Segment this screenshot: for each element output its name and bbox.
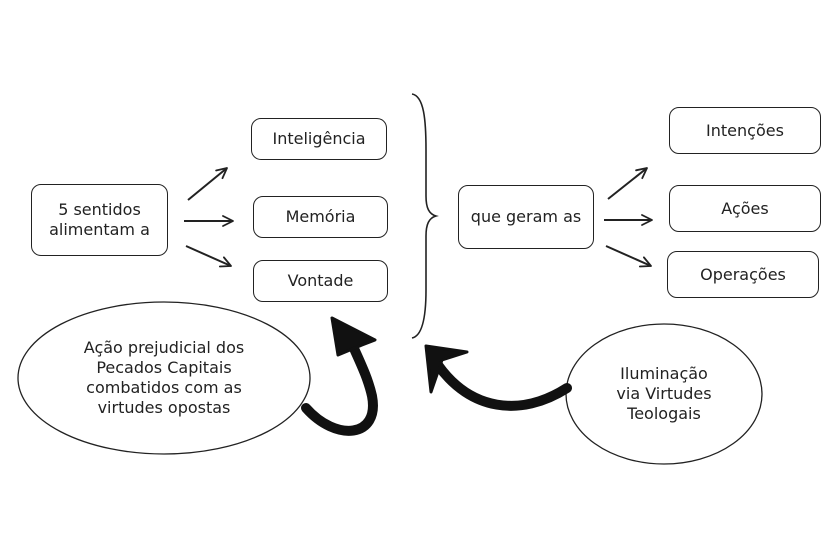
will-box: Vontade — [253, 260, 388, 302]
curly-brace — [411, 93, 439, 339]
generate-box: que geram as — [458, 185, 594, 249]
sins-ellipse — [17, 301, 311, 455]
intentions-box: Intenções — [669, 107, 821, 154]
arrow-senses-to-will — [185, 245, 232, 268]
arrow-generate-to-operations — [605, 245, 652, 268]
sins-curved-arrow — [301, 339, 378, 436]
illumination-curved-arrow — [433, 360, 572, 411]
intelligence-box: Inteligência — [251, 118, 387, 160]
illumination-text: Iluminação via Virtudes Teologais — [616, 364, 712, 423]
illumination-arrowhead — [424, 344, 469, 394]
sins-arrowhead — [330, 316, 377, 357]
operations-box: Operações — [667, 251, 819, 298]
memory-box: Memória — [253, 196, 388, 238]
actions-box: Ações — [669, 185, 821, 232]
senses-box: 5 sentidos alimentam a — [31, 184, 168, 256]
arrow-generate-to-intentions — [607, 167, 648, 200]
arrow-senses-to-intelligence — [187, 167, 228, 201]
sins-text: Ação prejudicial dos Pecados Capitais co… — [83, 338, 245, 417]
